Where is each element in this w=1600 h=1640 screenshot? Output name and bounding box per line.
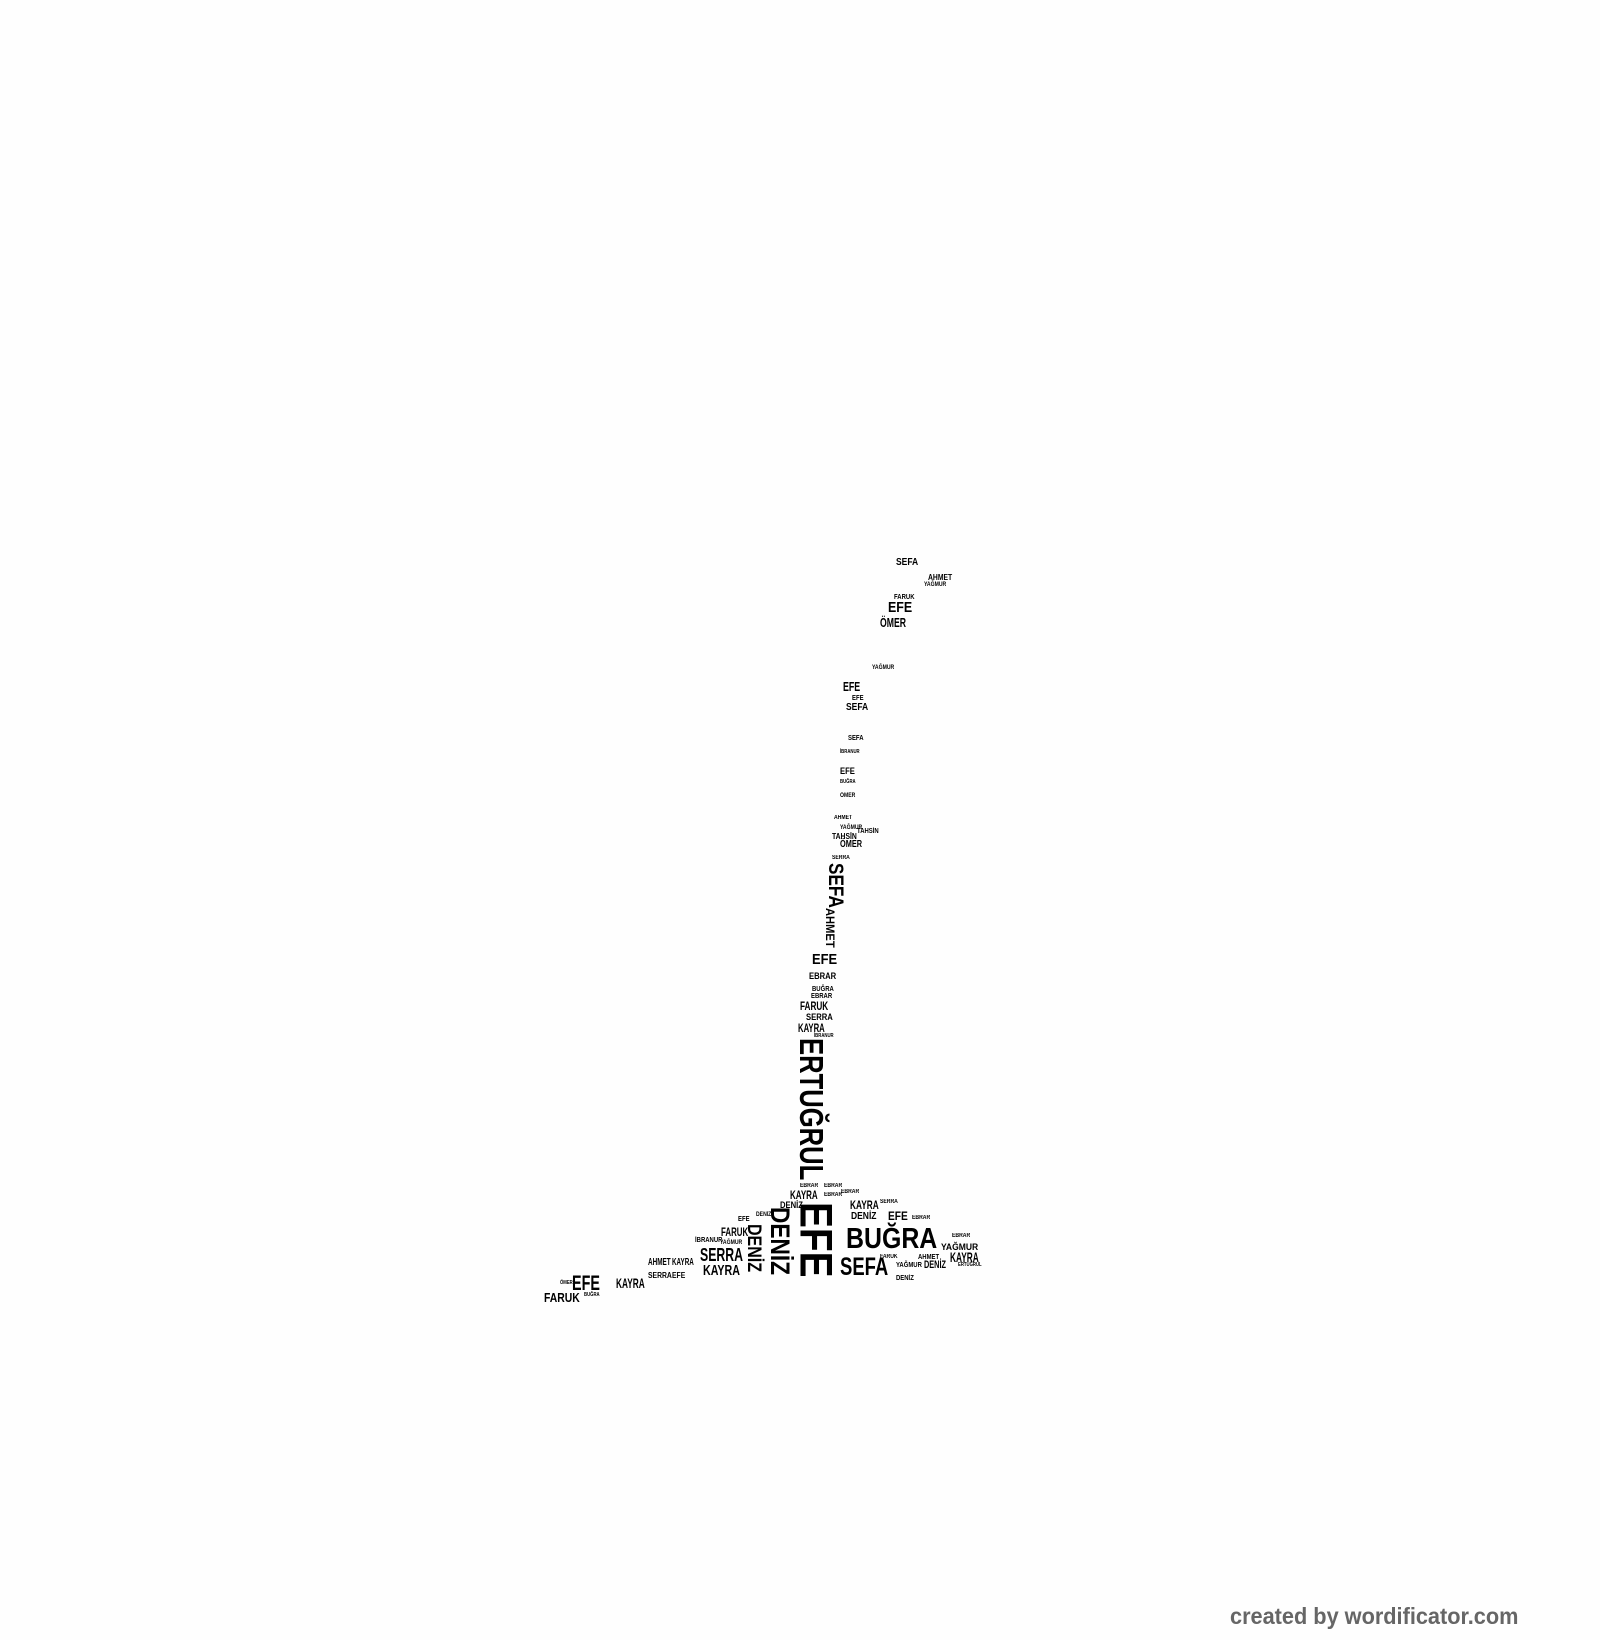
word: EBRAR bbox=[912, 1215, 931, 1221]
word: KAYRA bbox=[950, 1249, 979, 1265]
word: ÖMER bbox=[840, 793, 856, 799]
word: BUĞRA bbox=[584, 1292, 600, 1298]
word: FARUK bbox=[894, 594, 915, 601]
word: AHMET bbox=[928, 573, 953, 582]
word: SERRA bbox=[700, 1245, 744, 1265]
word: SERRA bbox=[806, 1012, 833, 1022]
word: YAĞMUR bbox=[840, 825, 863, 831]
word: ÖMER bbox=[840, 839, 862, 850]
word: ERTUĞRUL bbox=[793, 1038, 831, 1181]
word: EBRAR bbox=[841, 1189, 860, 1195]
word: SEFA bbox=[896, 557, 919, 568]
word: ÖMER bbox=[560, 1280, 573, 1286]
word: DENİZ bbox=[924, 1259, 946, 1271]
word: EFE bbox=[812, 951, 838, 968]
word: DENİZ bbox=[851, 1211, 877, 1222]
word: YAĞMUR bbox=[720, 1240, 743, 1246]
word: KAYRA bbox=[790, 1188, 818, 1202]
word: DENİZ bbox=[780, 1200, 803, 1210]
word: KAYRA bbox=[672, 1257, 694, 1268]
word: FARUK bbox=[544, 1290, 580, 1305]
word: KAYRA bbox=[798, 1021, 825, 1035]
word: EBRAR bbox=[824, 1183, 843, 1189]
word: SEFA bbox=[840, 1253, 889, 1281]
word: BUĞRA bbox=[840, 779, 856, 785]
word: BUĞRA bbox=[812, 986, 834, 993]
word: SEFA bbox=[846, 702, 869, 713]
word: AHMET bbox=[823, 908, 838, 948]
word: İBRANUR bbox=[695, 1237, 723, 1244]
word: SERRA bbox=[832, 855, 850, 861]
word: EBRAR bbox=[809, 971, 837, 981]
word: TAHSİN bbox=[857, 828, 879, 835]
word: EFE bbox=[572, 1272, 600, 1295]
word: FARUK bbox=[721, 1225, 749, 1239]
word: AHMET bbox=[834, 815, 853, 821]
word: EFE bbox=[888, 599, 913, 616]
word: SERRA bbox=[880, 1199, 898, 1205]
word: EBRAR bbox=[811, 993, 833, 1000]
word: YAĞMUR bbox=[896, 1262, 922, 1269]
word: DENİZ bbox=[896, 1275, 914, 1282]
word: EFE bbox=[843, 679, 861, 694]
word: EBRAR bbox=[800, 1183, 819, 1189]
word: DENİZ bbox=[756, 1212, 772, 1218]
word: AHMET bbox=[648, 1257, 671, 1268]
word: AHMET bbox=[918, 1254, 940, 1261]
word: BUĞRA bbox=[846, 1223, 938, 1255]
word: EFE bbox=[738, 1216, 750, 1223]
word: TAHSİN bbox=[832, 832, 857, 841]
word: SEFA bbox=[848, 735, 864, 742]
word: EFE bbox=[840, 766, 855, 776]
word: EFE bbox=[790, 1202, 842, 1278]
word: SERRA bbox=[648, 1271, 672, 1280]
word: YAĞMUR bbox=[924, 582, 947, 588]
word: YAĞMUR bbox=[941, 1242, 979, 1252]
word: EBRAR bbox=[824, 1192, 843, 1198]
word: EBRAR bbox=[952, 1233, 971, 1239]
word: YAĞMUR bbox=[872, 665, 895, 671]
word: ERTUĞRUL bbox=[958, 1262, 982, 1268]
word: FARUK bbox=[800, 999, 829, 1013]
word: İBRANUR bbox=[840, 749, 860, 755]
word: İBRANUR bbox=[814, 1033, 834, 1039]
word: ÖMER bbox=[880, 615, 906, 630]
word: KAYRA bbox=[703, 1262, 740, 1279]
word: EFE bbox=[888, 1209, 908, 1223]
word: FARUK bbox=[880, 1254, 898, 1260]
wordificator-credit: created by wordificator.com bbox=[1230, 1603, 1519, 1629]
word: KAYRA bbox=[850, 1198, 879, 1212]
word: KAYRA bbox=[616, 1275, 645, 1291]
word: SEFA bbox=[823, 863, 847, 908]
word: EFE bbox=[672, 1271, 686, 1280]
word: EFE bbox=[852, 695, 864, 702]
